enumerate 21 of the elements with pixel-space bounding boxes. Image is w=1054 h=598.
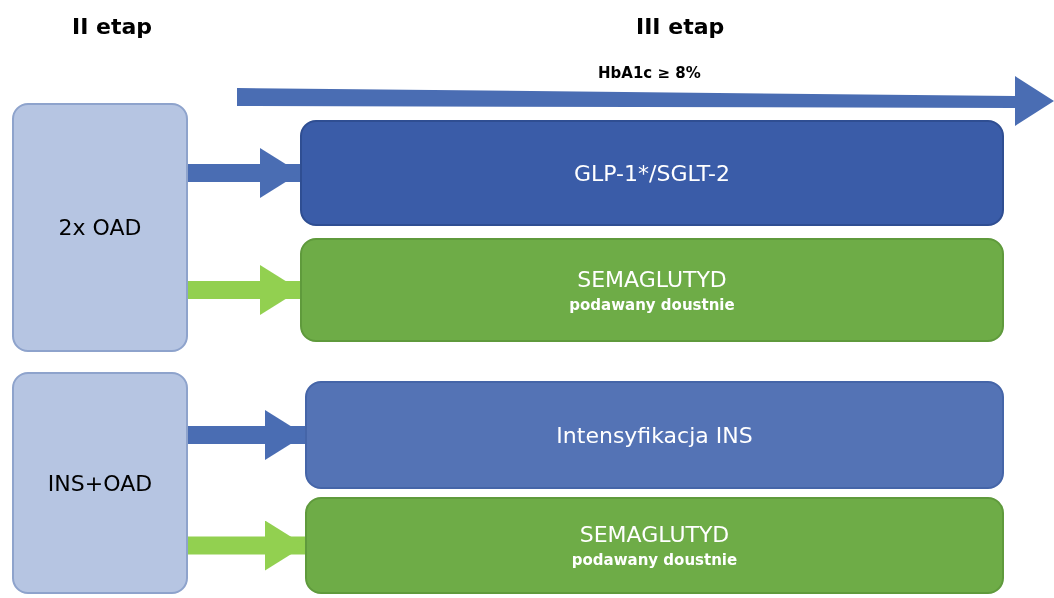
arrow bbox=[188, 410, 305, 460]
node-title: 2x OAD bbox=[58, 215, 142, 240]
node-subtitle: podawany doustnie bbox=[571, 551, 738, 569]
therapy-box bbox=[305, 497, 1004, 594]
therapy-box bbox=[300, 238, 1004, 342]
threshold-label: HbA1c ≥ 8% bbox=[598, 64, 701, 82]
therapy-box bbox=[305, 381, 1004, 489]
node-title: SEMAGLUTYD bbox=[577, 266, 727, 292]
arrow bbox=[188, 520, 305, 571]
node-title: GLP-1*/SGLT-2 bbox=[574, 160, 730, 186]
therapy-box bbox=[300, 120, 1004, 226]
arrow bbox=[188, 148, 300, 198]
node-title: Intensyfikacja INS bbox=[556, 422, 753, 448]
stage-heading: III etap bbox=[636, 14, 725, 39]
arrow bbox=[188, 265, 300, 315]
stage-box bbox=[12, 372, 188, 594]
stage-heading: II etap bbox=[72, 14, 153, 39]
node-title: INS+OAD bbox=[47, 470, 153, 496]
node-title: SEMAGLUTYD bbox=[579, 522, 730, 547]
stage-box bbox=[12, 103, 188, 352]
node-subtitle: podawany doustnie bbox=[569, 295, 735, 314]
